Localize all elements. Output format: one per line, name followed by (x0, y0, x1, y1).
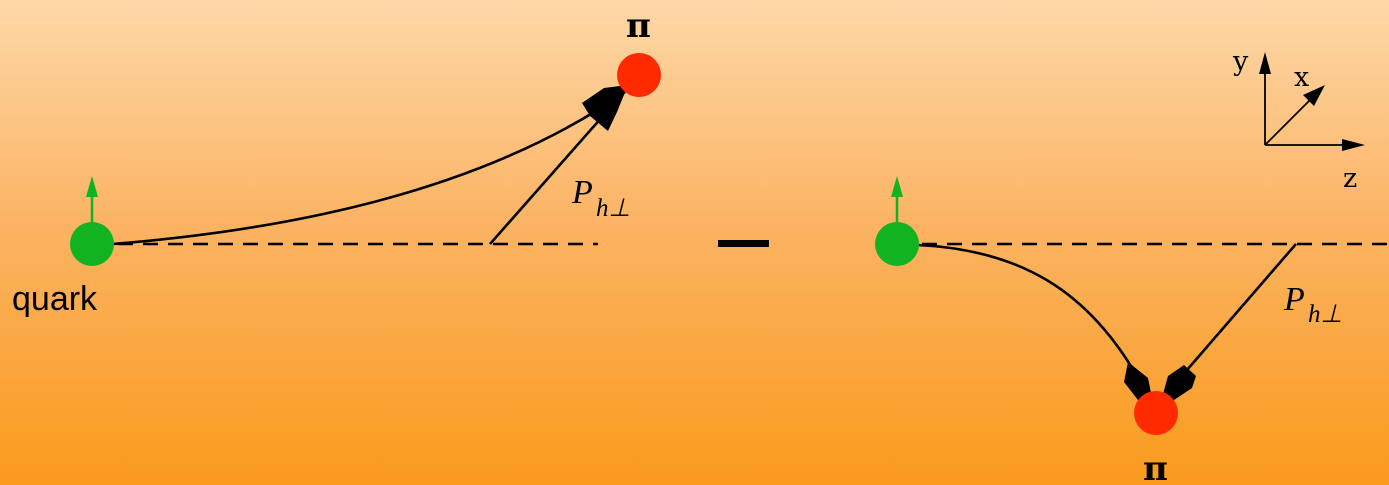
right-momentum-main: P (1283, 281, 1305, 318)
x-axis (1265, 98, 1312, 145)
right-pion-trajectory (918, 245, 1142, 385)
minus-sign (718, 240, 769, 247)
x-axis-label: x (1294, 62, 1309, 93)
y-axis-arrowhead (1259, 52, 1271, 74)
y-axis-label: y (1232, 46, 1249, 77)
right-transverse-momentum-line (1174, 244, 1296, 385)
right-pion-dot (1134, 391, 1178, 435)
left-pion-dot (617, 53, 661, 97)
right-quark-dot (875, 222, 919, 266)
quark-label: quark (12, 280, 98, 318)
right-quark (875, 176, 919, 266)
left-pion-label: π (626, 6, 651, 46)
right-panel: π P h⊥ y x z (875, 46, 1389, 485)
left-panel: quark π P h⊥ (12, 6, 661, 318)
right-momentum-sub: h⊥ (1308, 301, 1342, 328)
left-momentum-sub: h⊥ (596, 195, 630, 222)
z-axis-arrowhead (1342, 139, 1365, 151)
right-momentum-label: P h⊥ (1283, 281, 1342, 328)
left-quark-dot (70, 222, 114, 266)
left-pion-trajectory (113, 92, 625, 244)
left-momentum-main: P (571, 174, 593, 211)
right-pion-label: π (1143, 449, 1168, 485)
left-arrowhead (582, 85, 628, 131)
left-spin-arrowhead (86, 176, 98, 197)
coordinate-axes: y x z (1232, 46, 1365, 194)
left-momentum-label: P h⊥ (571, 174, 630, 222)
left-quark (70, 176, 114, 266)
z-axis-label: z (1343, 163, 1357, 194)
right-spin-arrowhead (891, 176, 903, 197)
